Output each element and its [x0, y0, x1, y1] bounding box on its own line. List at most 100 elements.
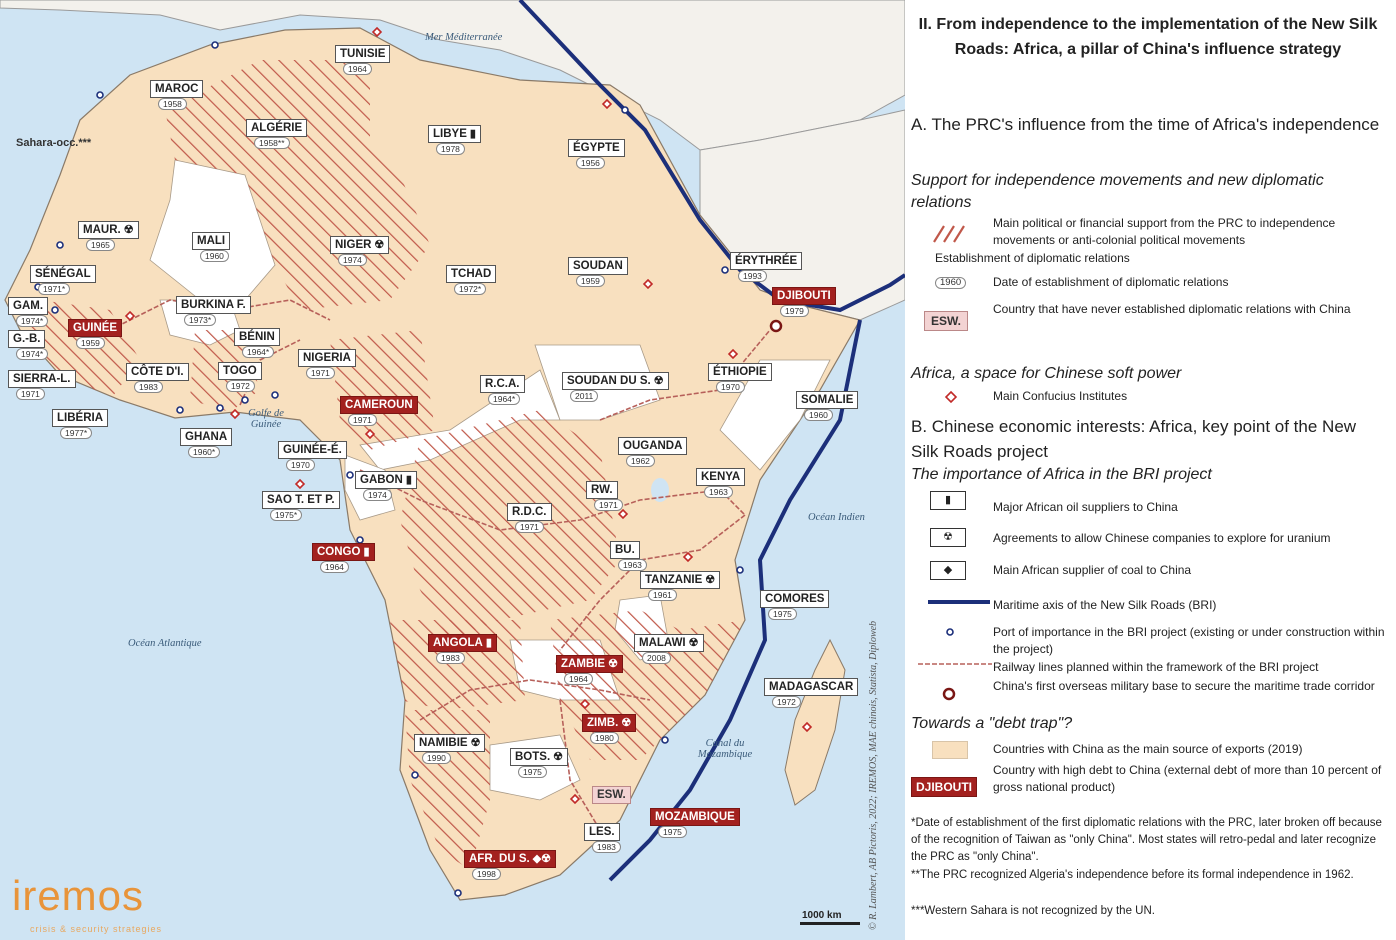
diplomatic-year-badge: 1971: [515, 521, 544, 533]
country-label: TUNISIE: [335, 45, 391, 63]
section-b-heading: B. Chinese economic interests: Africa, k…: [911, 417, 1357, 461]
country-name: GABON: [360, 474, 403, 486]
country-label: ALGÉRIE: [246, 119, 308, 137]
country-name: AFR. DU S.: [469, 853, 530, 865]
country-label: BU.: [610, 541, 640, 559]
diplomatic-year-badge: 1970: [716, 381, 745, 393]
country-label: SOMALIE: [796, 391, 859, 409]
country-label: ÉRYTHRÉE: [730, 252, 803, 270]
confucius-institutes: [124, 26, 813, 805]
country-name: SÉNÉGAL: [35, 268, 91, 280]
diplomatic-year-badge: 1972: [772, 696, 801, 708]
uranium-icon: ☢: [621, 717, 632, 729]
diplomatic-year-badge: 1975: [768, 608, 797, 620]
country-name: GHANA: [185, 431, 228, 443]
country-label: TCHAD: [446, 265, 497, 283]
country-label: DJIBOUTI: [772, 287, 836, 305]
country-name: CONGO: [317, 546, 361, 558]
legend-oil: Major African oil suppliers to China: [993, 500, 1178, 514]
diplomatic-year-badge: 1974*: [16, 348, 49, 360]
country-name: ESW.: [597, 789, 626, 801]
sahara-label: Sahara-occ.***: [16, 137, 92, 149]
sea-label-atlantic: Océan Atlantique: [128, 638, 202, 649]
country-label: ZAMBIE☢: [556, 655, 623, 673]
diplomatic-year-badge: 1973*: [184, 314, 217, 326]
country-name: CÔTE D'I.: [131, 366, 184, 378]
diplomatic-year-badge: 1956: [576, 157, 605, 169]
country-label: CAMEROUN: [340, 396, 418, 414]
country-name: KENYA: [701, 471, 741, 483]
diplomatic-year-badge: 1958**: [254, 137, 290, 149]
railway-legend-icon: [918, 663, 992, 665]
sub-b2-heading: Towards a "debt trap"?: [911, 715, 1073, 732]
uranium-icon: ☢: [688, 637, 699, 649]
country-label: TANZANIE☢: [640, 571, 721, 589]
diplomatic-year-badge: 1972*: [454, 283, 487, 295]
diplomatic-year-badge: 1960: [804, 409, 833, 421]
oil-icon: ▮: [930, 491, 966, 510]
legend-panel: II. From independence to the implementat…: [908, 0, 1394, 940]
legend-uranium: Agreements to allow Chinese companies to…: [993, 531, 1331, 545]
country-name: BOTS.: [515, 751, 551, 763]
country-label: LIBÉRIA: [52, 409, 108, 427]
diplomatic-year-badge: 1983: [134, 381, 163, 393]
country-name: R.D.C.: [512, 506, 547, 518]
footnote-3: ***Western Sahara is not recognized by t…: [911, 905, 1155, 917]
uranium-icon: ☢: [470, 737, 481, 749]
country-label: CÔTE D'I.: [126, 363, 189, 381]
diplomatic-year-badge: 1960: [200, 250, 229, 262]
diplomatic-year-badge: 1971: [594, 499, 623, 511]
diplomatic-year-badge: 1971: [306, 367, 335, 379]
country-name: GAM.: [13, 300, 44, 312]
diplomatic-year-badge: 1974: [338, 254, 367, 266]
diplomatic-year-badge: 1959: [76, 337, 105, 349]
esw-sample-badge: ESW.: [924, 311, 969, 331]
legend-railway: Railway lines planned within the framewo…: [993, 660, 1319, 674]
country-label: GABON▮: [355, 471, 417, 489]
country-name: NIGERIA: [303, 352, 351, 364]
country-name: NAMIBIE: [419, 737, 468, 749]
country-name: ZAMBIE: [561, 658, 606, 670]
diplomatic-year-badge: 1975: [518, 766, 547, 778]
country-name: SOUDAN: [573, 260, 623, 272]
maritime-axis-legend-icon: [928, 600, 990, 604]
legend-exports: Countries with China as the main source …: [993, 742, 1303, 756]
diplomatic-year-badge: 1961: [648, 589, 677, 601]
country-label: BURKINA F.: [176, 296, 251, 314]
uranium-icon: ☢: [123, 224, 134, 236]
diplomatic-year-badge: 1970: [286, 459, 315, 471]
date-sample-badge: 1960: [935, 277, 967, 289]
iremos-logo: iremos: [12, 872, 145, 919]
exports-swatch: [932, 741, 968, 759]
legend-confucius: Main Confucius Institutes: [993, 389, 1128, 403]
base-legend-icon: [942, 687, 956, 701]
country-name: COMORES: [765, 593, 825, 605]
legend-port: Port of importance in the BRI project (e…: [993, 625, 1385, 656]
diplomatic-year-badge: 1964*: [488, 393, 521, 405]
railway-lines: [109, 299, 771, 831]
diplomatic-year-badge: 1974*: [16, 315, 49, 327]
country-label: ÉTHIOPIE: [708, 363, 772, 381]
sea-label-indian: Océan Indien: [808, 512, 865, 523]
country-label: NIGER☢: [330, 236, 390, 254]
diplomatic-year-badge: 1980: [590, 732, 619, 744]
diplomatic-year-badge: 1963: [704, 486, 733, 498]
country-label: MAUR.☢: [78, 221, 139, 239]
diplomatic-year-badge: 1977*: [60, 427, 93, 439]
country-label: BÉNIN: [234, 328, 280, 346]
country-name: G.-B.: [13, 333, 41, 345]
country-label: MALAWI☢: [634, 634, 704, 652]
country-label: SOUDAN: [568, 257, 628, 275]
diplomatic-year-badge: 1963: [618, 559, 647, 571]
diplomatic-year-badge: 1958: [158, 98, 187, 110]
country-name: TOGO: [223, 365, 257, 377]
country-name: MAROC: [155, 83, 199, 95]
country-label: LIBYE▮: [428, 125, 481, 143]
country-label: RW.: [586, 481, 618, 499]
country-label: OUGANDA: [618, 437, 688, 455]
uranium-icon: ☢: [374, 239, 385, 251]
uranium-icon: ☢: [930, 528, 966, 547]
legend-maritime: Maritime axis of the New Silk Roads (BRI…: [993, 598, 1217, 612]
country-label: MADAGASCAR: [764, 678, 859, 696]
country-label: COMORES: [760, 590, 830, 608]
